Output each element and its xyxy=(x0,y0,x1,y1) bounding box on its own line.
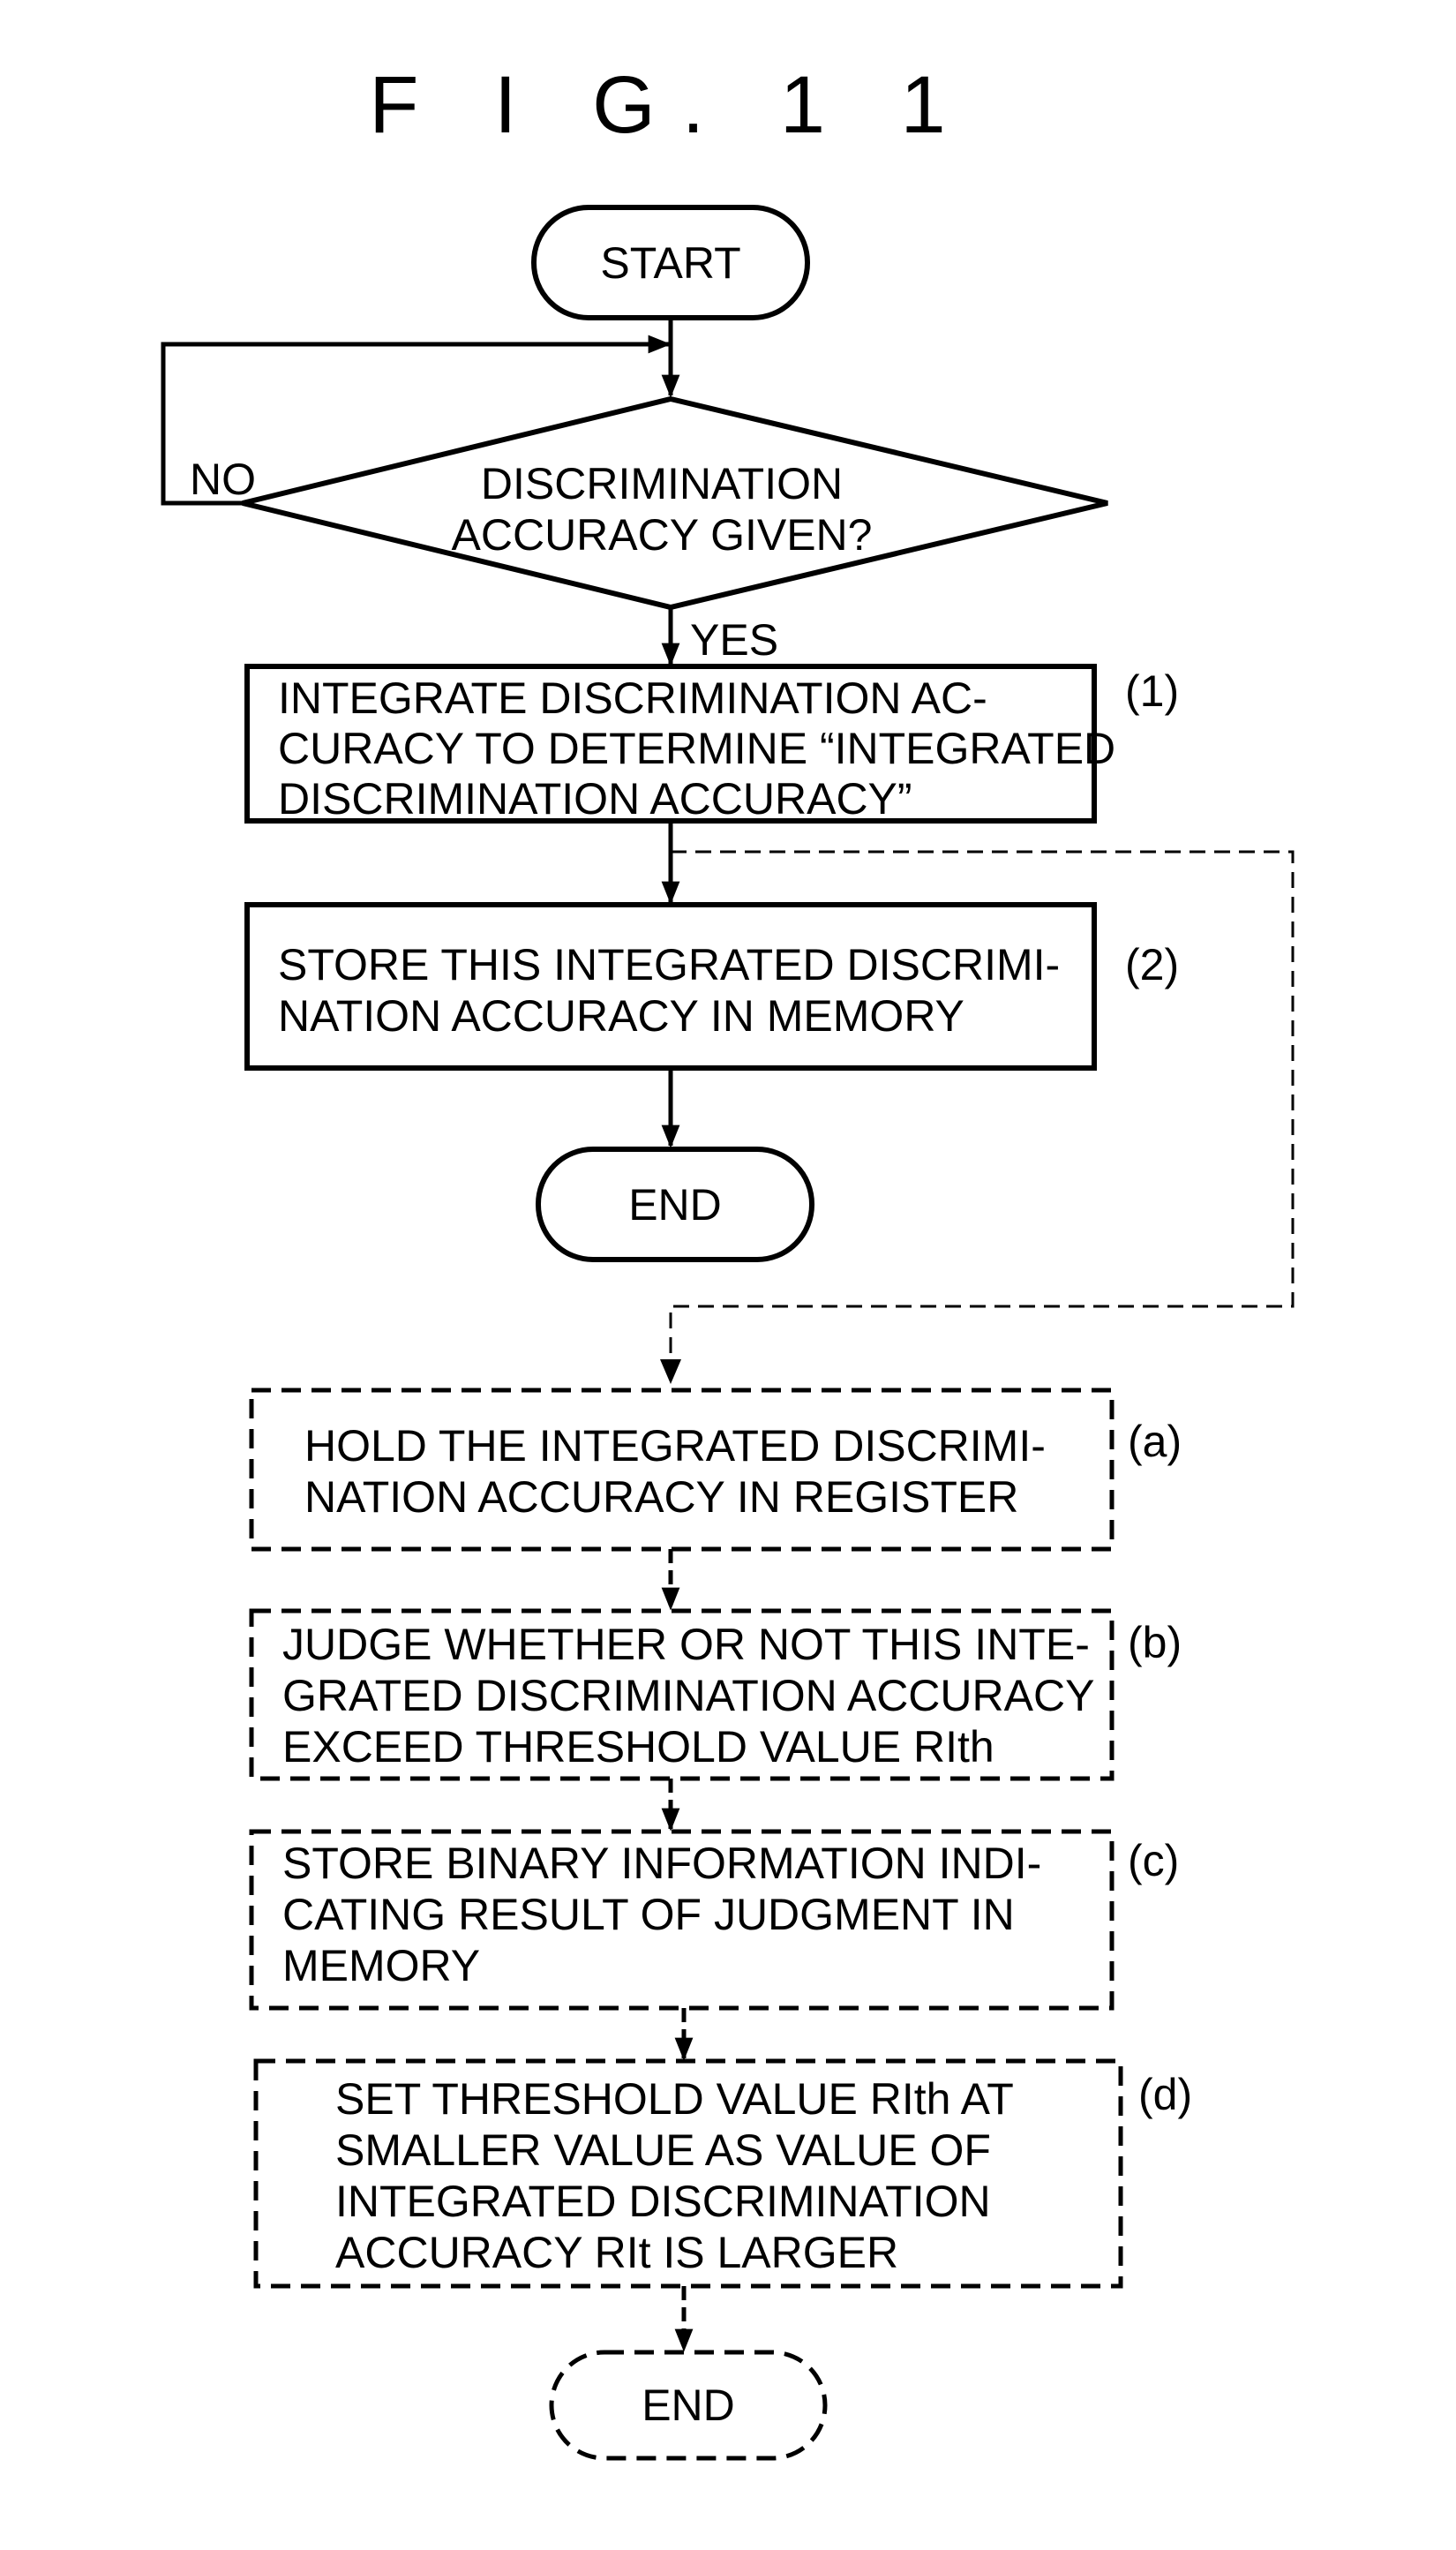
end-label-2: END xyxy=(642,2381,735,2430)
step-a-line-1: HOLD THE INTEGRATED DISCRIMI- xyxy=(304,1421,1046,1471)
step-b-number: (b) xyxy=(1128,1618,1182,1667)
dashed-branch-arrowhead xyxy=(660,1359,681,1384)
step-a-number: (a) xyxy=(1128,1417,1182,1466)
decision-line-2: ACCURACY GIVEN? xyxy=(452,510,873,560)
step-b-line-1: JUDGE WHETHER OR NOT THIS INTE- xyxy=(282,1620,1090,1669)
step-2-number: (2) xyxy=(1125,940,1179,989)
step-d-line-1: SET THRESHOLD VALUE RIth AT xyxy=(335,2074,1014,2124)
end-label-1: END xyxy=(628,1180,722,1230)
step-1-line-2: CURACY TO DETERMINE “INTEGRATED xyxy=(278,724,1115,773)
step-2-line-2: NATION ACCURACY IN MEMORY xyxy=(278,991,964,1041)
yes-label: YES xyxy=(690,615,778,665)
step-1-line-3: DISCRIMINATION ACCURACY” xyxy=(278,774,912,824)
step-c-line-1: STORE BINARY INFORMATION INDI- xyxy=(282,1839,1041,1888)
step-b-line-3: EXCEED THRESHOLD VALUE RIth xyxy=(282,1722,994,1771)
step-c-line-2: CATING RESULT OF JUDGMENT IN xyxy=(282,1890,1015,1939)
step-d-number: (d) xyxy=(1138,2070,1192,2119)
step-2-line-1: STORE THIS INTEGRATED DISCRIMI- xyxy=(278,940,1060,989)
step-c-line-3: MEMORY xyxy=(282,1941,480,1990)
step-c-number: (c) xyxy=(1128,1836,1179,1885)
dashed-branch-connector xyxy=(671,852,1293,1377)
step-d-line-4: ACCURACY RIt IS LARGER xyxy=(335,2228,898,2277)
no-label: NO xyxy=(190,455,256,504)
step-a-line-2: NATION ACCURACY IN REGISTER xyxy=(304,1472,1018,1522)
start-label: START xyxy=(600,238,740,288)
step-b-line-2: GRATED DISCRIMINATION ACCURACY xyxy=(282,1671,1094,1720)
step-d-line-2: SMALLER VALUE AS VALUE OF xyxy=(335,2125,991,2175)
decision-line-1: DISCRIMINATION xyxy=(481,459,843,508)
step-1-line-1: INTEGRATE DISCRIMINATION AC- xyxy=(278,673,987,723)
step-d-line-3: INTEGRATED DISCRIMINATION xyxy=(335,2177,991,2226)
figure-title: F I G. 1 1 xyxy=(369,60,972,150)
step-1-number: (1) xyxy=(1125,666,1179,716)
